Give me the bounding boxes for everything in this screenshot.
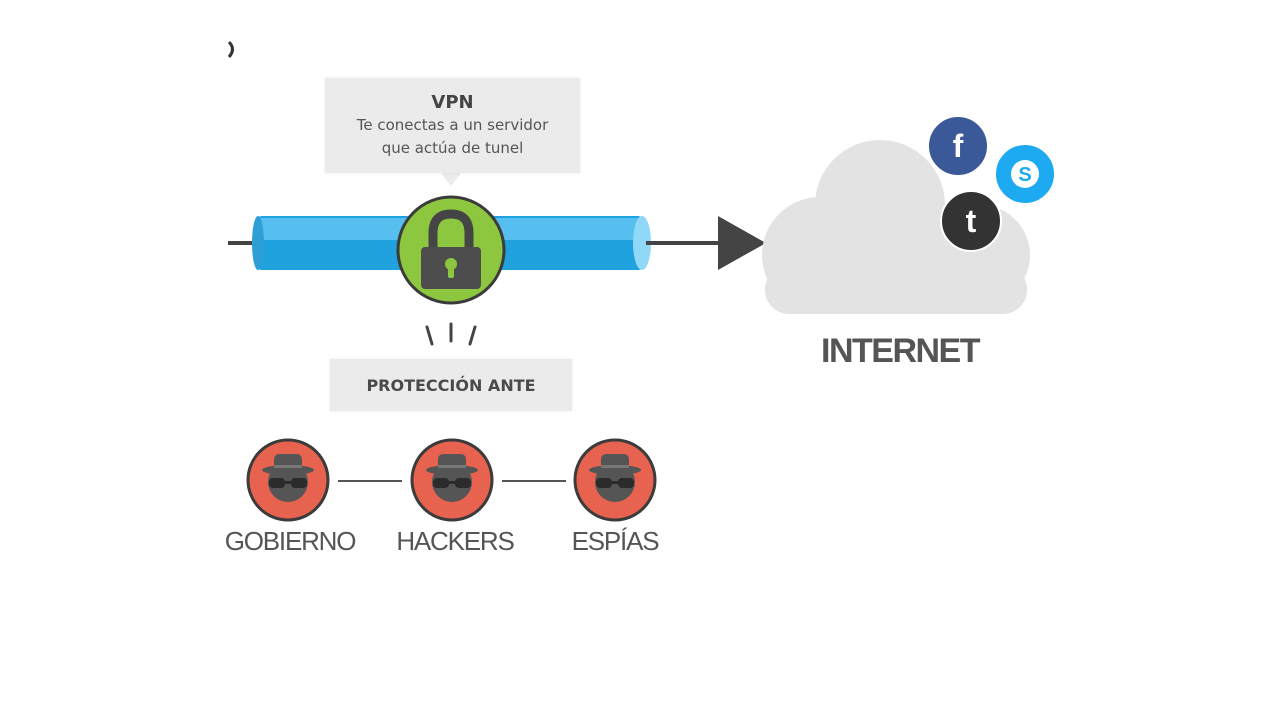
cloud-icon (762, 140, 1030, 314)
threat-label-hackers: HACKERS (396, 526, 514, 556)
arrow-to-internet (646, 216, 766, 270)
cropped-glyph (227, 40, 234, 58)
vpn-callout-line-1: Te conectas a un servidor (356, 116, 549, 134)
svg-text:f: f (953, 128, 964, 164)
lock-icon (396, 195, 506, 305)
signal-dashes (425, 322, 477, 346)
svg-text:S: S (1018, 164, 1031, 186)
protection-label: PROTECCIÓN ANTE (366, 375, 536, 395)
threat-label-espias: ESPÍAS (571, 526, 660, 556)
callout-pointer (440, 172, 462, 186)
spy-icon-espias (573, 438, 657, 522)
vpn-callout: VPN Te conectas a un servidor que actúa … (325, 78, 580, 173)
vpn-callout-line-2: que actúa de tunel (381, 139, 524, 157)
internet-label: INTERNET (821, 332, 981, 370)
twitter-icon: t (940, 190, 1002, 252)
vpn-callout-title: VPN (431, 92, 474, 113)
protection-box: PROTECCIÓN ANTE (330, 359, 572, 411)
skype-icon: S (994, 143, 1056, 205)
facebook-icon: f (927, 115, 989, 177)
svg-text:t: t (966, 203, 977, 239)
threat-label-gobierno: GOBIERNO (224, 526, 357, 556)
spy-icon-hackers (410, 438, 494, 522)
spy-icon-gobierno (246, 438, 330, 522)
